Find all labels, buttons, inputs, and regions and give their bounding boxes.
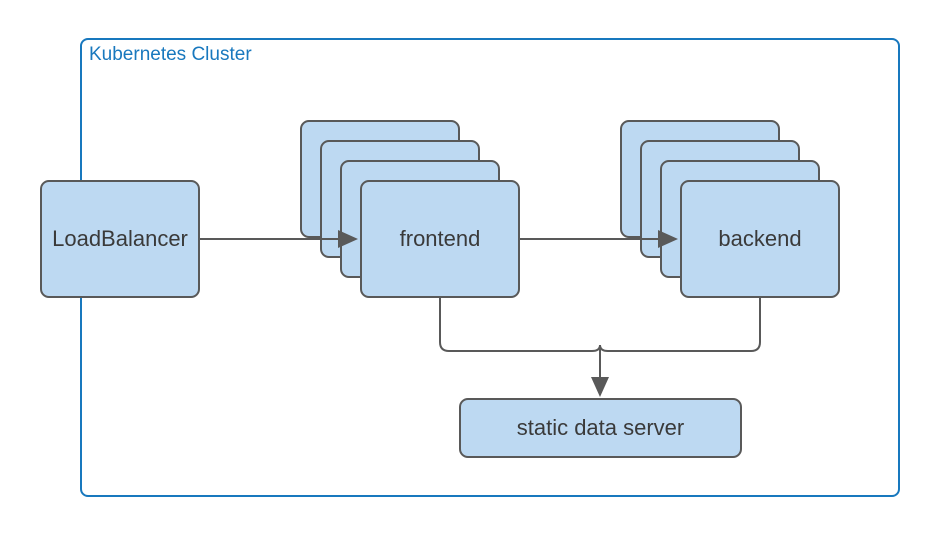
backend-node: backend [680,180,840,298]
frontend-label: frontend [399,226,481,251]
static-data-server-node: static data server [459,398,742,458]
static-data-server-label: static data server [516,415,685,440]
backend-label: backend [718,226,802,251]
frontend-node: frontend [360,180,520,298]
loadbalancer-node: LoadBalancer [40,180,200,298]
cluster-label: Kubernetes Cluster [89,44,252,65]
loadbalancer-label: LoadBalancer [52,226,188,251]
